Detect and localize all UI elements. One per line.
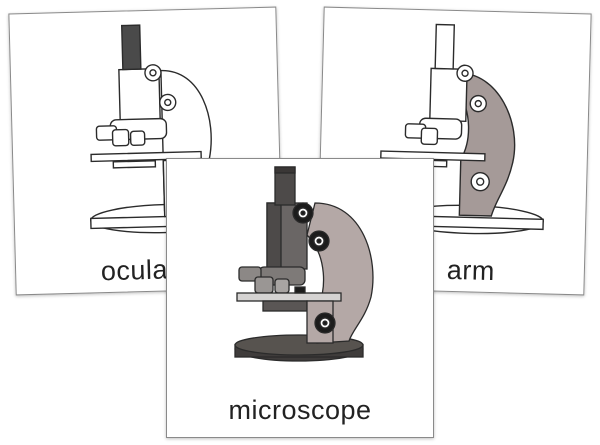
fine-focus-knob xyxy=(308,230,330,252)
stage-knob xyxy=(314,312,336,334)
microscope-card: microscope xyxy=(166,158,434,438)
stage xyxy=(236,292,342,302)
card-label-microscope: microscope xyxy=(228,395,372,425)
ocular-highlight xyxy=(120,24,142,71)
condenser xyxy=(262,300,308,312)
ocular-outline xyxy=(434,23,456,70)
microscope-illustration xyxy=(234,166,374,362)
objective-high xyxy=(274,278,290,294)
objective-mid xyxy=(254,276,274,294)
coarse-focus-knob xyxy=(292,202,314,224)
